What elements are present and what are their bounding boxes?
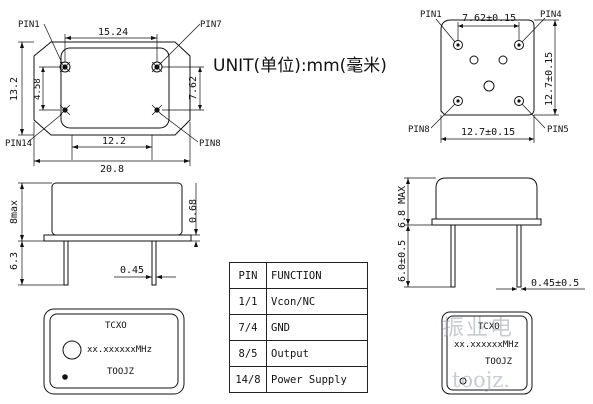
- table-cell-pin: 7/4: [229, 314, 267, 341]
- dim-thickness: 0.68: [188, 199, 199, 223]
- table-header-function: FUNCTION: [266, 262, 368, 289]
- r-dim-top: 7.62±0.15: [462, 13, 516, 24]
- table-cell-pin: 14/8: [229, 366, 267, 393]
- dim-bottom-outer: 20.8: [100, 164, 124, 175]
- dim-top-width: 15.24: [98, 27, 128, 38]
- pin-function-table: PIN FUNCTION 1/1 Vcon/NC 7/4 GND 8/5 Out…: [229, 262, 368, 393]
- marking-left-line1: TCXO: [105, 321, 127, 331]
- pin14-label: PIN14: [5, 139, 32, 149]
- watermark-latin: toojz.: [452, 368, 510, 392]
- r-dim-lead-length: 6.0±0.5: [397, 240, 408, 282]
- table-row: 7/4 GND: [229, 314, 368, 341]
- dim-pin-gap-left: 4.58: [33, 78, 43, 100]
- r-pin1-label: PIN1: [420, 10, 442, 20]
- dip14-top-view: PIN1 PIN7 PIN14 PIN8 15.24 13.2 4.58 7.6…: [5, 20, 222, 175]
- dim-height: 13.2: [9, 77, 20, 101]
- marking-right-line3: TOOJZ: [485, 357, 513, 367]
- watermark-cn: 振业电: [442, 316, 515, 341]
- r-pin8-label: PIN8: [408, 125, 430, 135]
- table-row: 8/5 Output: [229, 340, 368, 367]
- table-cell-function: Vcon/NC: [266, 288, 368, 315]
- r-dim-side: 12.7±0.15: [544, 52, 555, 106]
- r-dim-bottom: 12.7±0.15: [461, 127, 515, 138]
- marking-left-line3: TOOJZ: [107, 367, 135, 377]
- dim-body-height: 8max: [9, 200, 20, 224]
- r-dim-body-height: 6.8 MAX: [397, 186, 408, 228]
- table-cell-function: GND: [266, 314, 368, 341]
- table-row: 14/8 Power Supply: [229, 366, 368, 393]
- pin8-label: PIN8: [199, 139, 221, 149]
- r-pin4-label: PIN4: [540, 10, 562, 20]
- dim-bottom-inner: 12.2: [102, 136, 126, 147]
- table-cell-function: Power Supply: [266, 366, 368, 393]
- table-cell-pin: 8/5: [229, 340, 267, 367]
- marking-right-line1: TCXO: [478, 322, 500, 332]
- r-dim-lead-width: 0.45±0.5: [531, 278, 579, 289]
- dip14-side-view: 8max 6.3 0.68 0.45: [9, 182, 200, 286]
- pin1-label: PIN1: [18, 20, 40, 30]
- marking-right-line2: xx.xxxxxxMHz: [454, 340, 519, 350]
- dip8-side-view: 6.8 MAX 6.0±0.5 0.45±0.5: [397, 177, 585, 291]
- dip14-marking-view: TCXO xx.xxxxxxMHz TOOJZ: [43, 308, 185, 395]
- marking-left-line2: xx.xxxxxxMHz: [87, 345, 152, 355]
- dim-lead-width: 0.45: [120, 265, 144, 276]
- pin-markers: [59, 61, 163, 116]
- dip8-marking-view: TCXO xx.xxxxxxMHz TOOJZ: [441, 311, 533, 395]
- table-row: 1/1 Vcon/NC: [229, 288, 368, 315]
- table-cell-function: Output: [266, 340, 368, 367]
- dip8-top-view: PIN1 PIN4 PIN8 PIN5 7.62±0.15 12.7±0.15 …: [408, 10, 569, 143]
- table-cell-pin: 1/1: [229, 288, 267, 315]
- r-pin5-label: PIN5: [547, 125, 569, 135]
- dim-pin-gap-right: 7.62: [188, 76, 199, 100]
- table-header-row: PIN FUNCTION: [229, 262, 368, 289]
- dim-lead-length: 6.3: [9, 252, 20, 270]
- pin7-label: PIN7: [200, 20, 222, 30]
- table-header-pin: PIN: [229, 262, 267, 289]
- unit-label: UNIT(单位):mm(毫米): [213, 56, 387, 76]
